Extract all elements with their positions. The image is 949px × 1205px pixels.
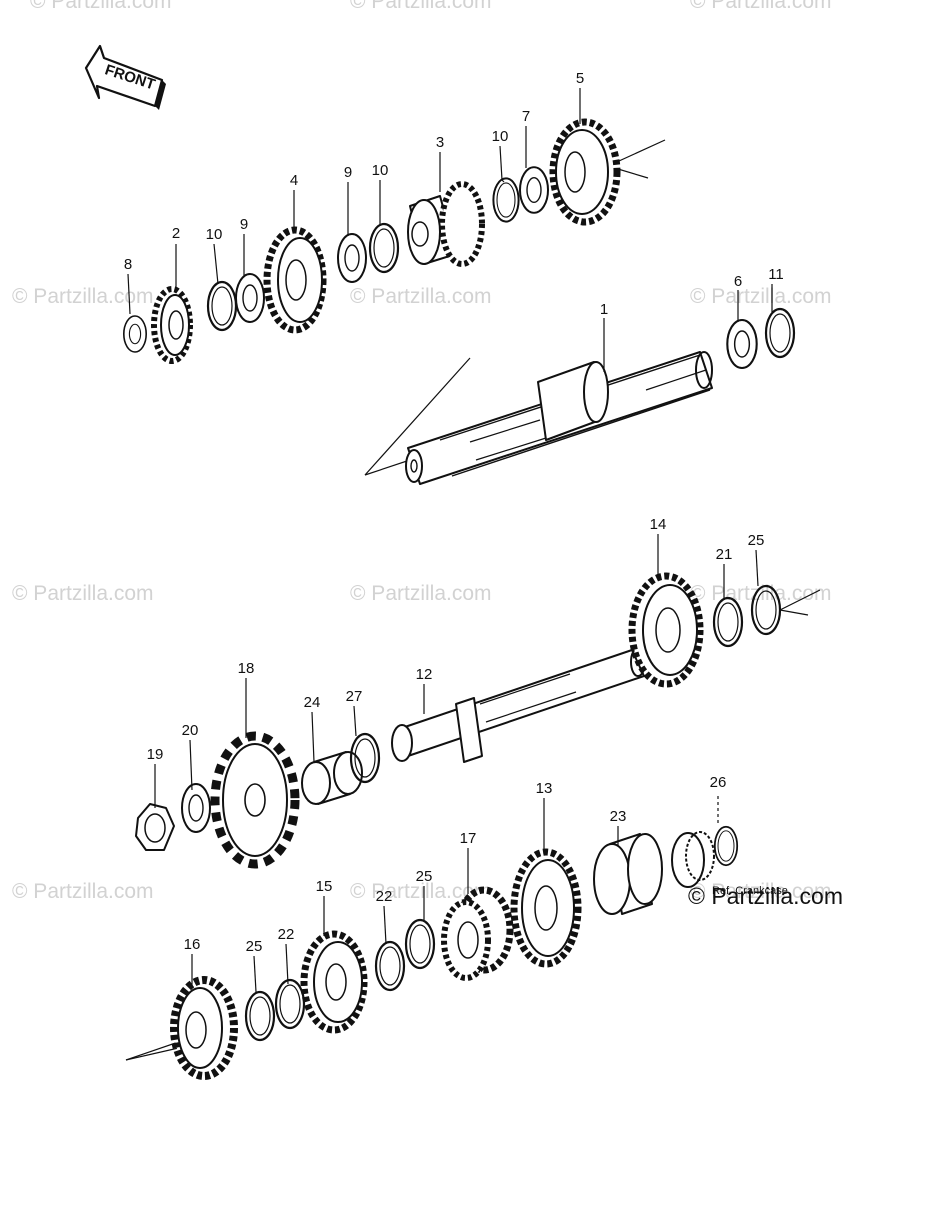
callout-4: 4 xyxy=(290,172,298,189)
gear-part-14 xyxy=(628,572,704,688)
shaft-part-1 xyxy=(405,351,713,485)
callout-22: 22 xyxy=(376,888,393,905)
watermark: © Partzilla.com xyxy=(12,285,154,308)
bearing-part-23 xyxy=(593,833,663,915)
callout-25: 25 xyxy=(748,532,765,549)
front-arrow-icon: FRONT xyxy=(84,44,166,110)
watermark: © Partzilla.com xyxy=(690,0,832,13)
watermark: © Partzilla.com xyxy=(350,285,492,308)
callout-1: 1 xyxy=(600,301,608,318)
callout-8: 8 xyxy=(124,256,132,273)
ring-part-25 xyxy=(244,990,276,1042)
callout-6: 6 xyxy=(734,273,742,290)
circlip-part-10 xyxy=(206,280,238,332)
callout-9: 9 xyxy=(344,164,352,181)
circlip-part-21 xyxy=(712,596,744,648)
circlip-part-10 xyxy=(368,222,400,274)
callout-19: 19 xyxy=(147,746,164,763)
bearing-part-26 xyxy=(671,831,715,888)
nut-part-19 xyxy=(135,803,175,851)
callout-5: 5 xyxy=(576,70,584,87)
watermark: © Partzilla.com xyxy=(30,0,172,13)
callout-numbers: 1 2 3 4 5 6 7 8 9 9 10 10 10 11 12 13 14… xyxy=(124,70,784,955)
callout-10: 10 xyxy=(372,162,389,179)
callout-extra xyxy=(501,179,505,183)
watermark: © Partzilla.com xyxy=(690,880,832,903)
circlip-part-11 xyxy=(764,307,796,359)
gear-part-3 xyxy=(407,181,485,267)
shaft-part-12 xyxy=(391,647,646,763)
callout-22: 22 xyxy=(278,926,295,943)
ring-part-25 xyxy=(404,918,436,970)
callout-12: 12 xyxy=(416,666,433,683)
callout-13: 13 xyxy=(536,780,553,797)
gear-part-15 xyxy=(300,930,368,1034)
callout-20: 20 xyxy=(182,722,199,739)
callout-25: 25 xyxy=(246,938,263,955)
callout-10: 10 xyxy=(492,128,509,145)
leader-lines xyxy=(127,88,773,993)
copyright-mark: © Partzilla.com xyxy=(688,883,843,909)
circlip-part-26 xyxy=(713,825,739,867)
callout-27: 27 xyxy=(346,688,363,705)
callout-14: 14 xyxy=(650,516,667,533)
ring-part-27 xyxy=(349,732,381,784)
ring-part-22 xyxy=(374,940,406,992)
gear-part-4 xyxy=(263,226,327,334)
callout-25: 25 xyxy=(416,868,433,885)
callout-2: 2 xyxy=(172,225,180,242)
callout-16: 16 xyxy=(184,936,201,953)
callout-15: 15 xyxy=(316,878,333,895)
collar-part-24 xyxy=(301,751,363,805)
gear-part-2 xyxy=(151,286,193,364)
callout-7: 7 xyxy=(522,108,530,125)
washer-part-8 xyxy=(123,315,147,353)
callout-18: 18 xyxy=(238,660,255,677)
circlip-part-10 xyxy=(492,177,520,223)
watermark: © Partzilla.com xyxy=(690,285,832,308)
washer-part-20 xyxy=(181,783,211,833)
washer-part-9 xyxy=(337,233,367,283)
watermark: © Partzilla.com xyxy=(350,0,492,13)
watermark: © Partzilla.com xyxy=(12,880,154,903)
washer-part-6 xyxy=(726,318,758,370)
washer-part-7 xyxy=(519,166,549,214)
gear-part-16 xyxy=(170,976,238,1080)
gear-part-13 xyxy=(510,848,582,968)
watermark: © Partzilla.com xyxy=(350,880,492,903)
watermark: © Partzilla.com xyxy=(12,582,154,605)
sprocket-part-18 xyxy=(210,731,300,869)
watermark: © Partzilla.com xyxy=(350,582,492,605)
callout-17: 17 xyxy=(460,830,477,847)
callout-26: 26 xyxy=(710,774,727,791)
reference-note: Ref. Crankcase xyxy=(712,885,788,897)
callout-11: 11 xyxy=(768,266,784,283)
gear-part-5 xyxy=(549,118,621,226)
gear-part-17 xyxy=(441,886,514,981)
callout-3: 3 xyxy=(436,134,444,151)
callout-9: 9 xyxy=(240,216,248,233)
callout-21: 21 xyxy=(716,546,733,563)
washer-part-9 xyxy=(235,273,265,323)
callout-24: 24 xyxy=(304,694,321,711)
callout-10: 10 xyxy=(206,226,223,243)
callout-23: 23 xyxy=(610,808,627,825)
ring-part-22 xyxy=(274,978,306,1030)
